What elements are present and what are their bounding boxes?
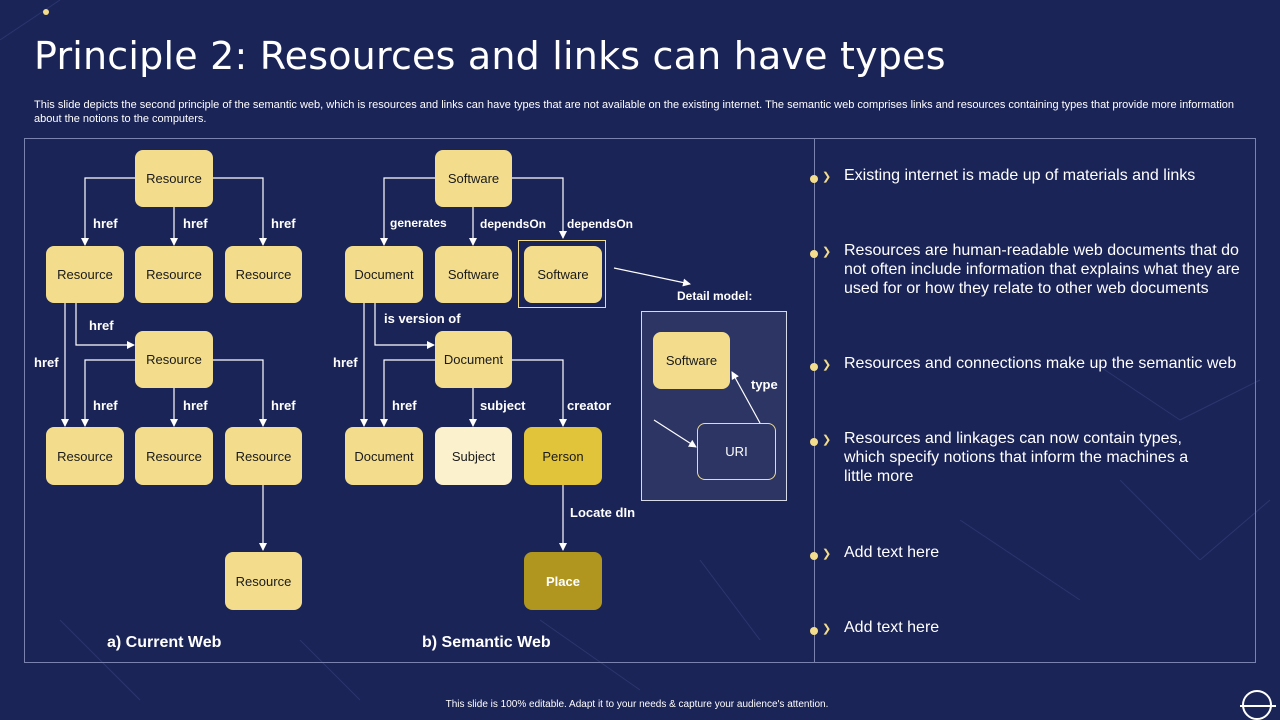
semantic-web-caption: b) Semantic Web [422,634,551,651]
current-web-caption: a) Current Web [107,634,222,651]
panel-divider [814,138,815,663]
chevron-right-icon: ❯ [822,359,832,371]
bullet-dot-icon [810,363,818,371]
cw-href-label: href [271,398,296,413]
sw-person: Person [524,427,602,485]
cw-href-label: href [183,398,208,413]
bullet-text: Add text here [844,544,940,561]
slide-description: This slide depicts the second principle … [34,99,1235,125]
sw-subject: Subject [435,427,512,485]
detail-model-label: Detail model: [677,289,753,303]
logo-icon [1240,690,1276,720]
cw-href-label: href [93,398,118,413]
bullet-dot-icon [810,175,818,183]
sw-generates-label: generates [390,216,447,230]
footer-note: This slide is 100% editable. Adapt it to… [445,699,829,710]
cw-resource-bottom-center: Resource [135,427,213,485]
cw-href-label: href [93,216,118,231]
cw-resource-mid-left: Resource [46,246,124,303]
sw-software-mid: Software [435,246,512,303]
cw-resource-top: Resource [135,150,213,207]
cw-href-label: href [34,355,59,370]
chevron-right-icon: ❯ [822,623,832,635]
bullet-text: Existing internet is made up of material… [844,167,1196,184]
sw-is-version-of-label: is version of [384,311,461,326]
sw-href-label: href [333,355,358,370]
bullet-dot-icon [810,552,818,560]
cw-resource-center: Resource [135,331,213,388]
content-frame [24,138,1256,663]
sw-software-selected: Software [524,246,602,303]
cw-href-label: href [89,318,114,333]
detail-type-label: type [751,377,778,392]
bullet-text: Resources and linkages can now contain t… [844,430,1189,485]
detail-software: Software [653,332,730,389]
bullet-dot-icon [810,438,818,446]
cw-href-label: href [183,216,208,231]
chevron-right-icon: ❯ [822,548,832,560]
sw-dependson-label: dependsOn [480,217,547,231]
detail-uri: URI [697,423,776,480]
chevron-right-icon: ❯ [822,171,832,183]
sw-dependson-label: dependsOn [567,217,634,231]
bullet-text: Add text here [844,619,940,636]
cw-resource-last: Resource [225,552,302,610]
sw-subject-label: subject [480,398,526,413]
sw-locate-in-label: Locate dIn [570,505,636,520]
sw-place: Place [524,552,602,610]
sw-document-1: Document [345,246,423,303]
selected-node-outline [518,240,606,308]
sw-document-2: Document [345,427,423,485]
sw-creator-label: creator [567,398,612,413]
bullet-dot-icon [810,627,818,635]
bullet-dot-icon [810,250,818,258]
sw-software-top: Software [435,150,512,207]
chevron-right-icon: ❯ [822,434,832,446]
bullet-text: Resources and connections make up the se… [844,355,1237,372]
bullet-text: Resources are human-readable web documen… [844,242,1240,297]
sw-href-label: href [392,398,417,413]
cw-resource-mid-right: Resource [225,246,302,303]
cw-resource-mid-center: Resource [135,246,213,303]
page-title: Principle 2: Resources and links can hav… [34,34,946,78]
cw-resource-bottom-right: Resource [225,427,302,485]
sw-document-center: Document [435,331,512,388]
chevron-right-icon: ❯ [822,246,832,258]
cw-href-label: href [271,216,296,231]
cw-resource-bottom-left: Resource [46,427,124,485]
